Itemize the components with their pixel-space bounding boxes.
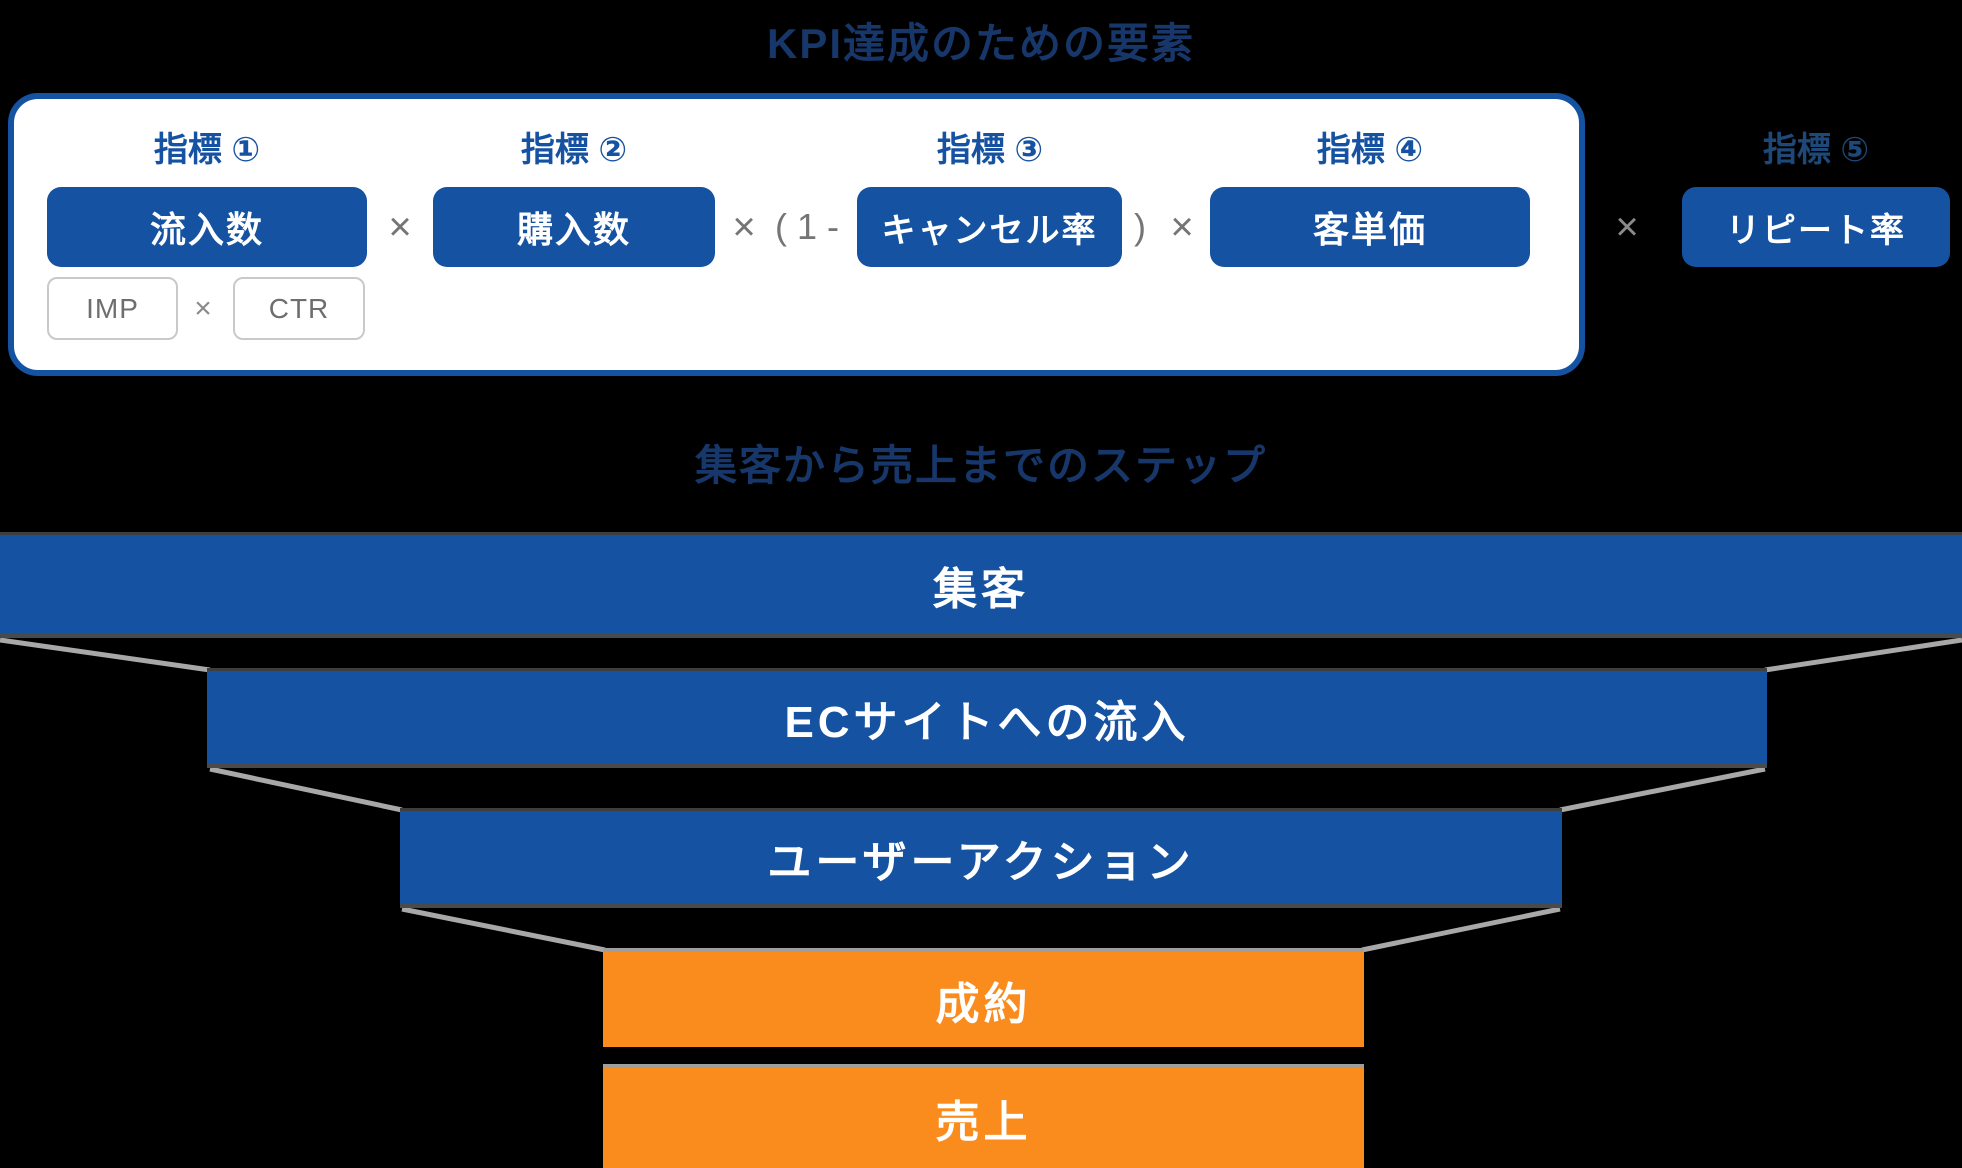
funnel-step-attraction: 集客	[0, 532, 1962, 638]
metric-pill-cancel-rate: キャンセル率	[857, 187, 1122, 267]
kpi-elements-title: KPI達成のための要素	[766, 20, 1195, 67]
metric-label-5: 指標 ⑤	[1762, 131, 1870, 169]
multiply-operator: ×	[1170, 204, 1194, 249]
funnel-step-user-action: ユーザーアクション	[400, 808, 1562, 908]
ctr-chip: CTR	[233, 277, 365, 340]
metric-label-3: 指標 ③	[936, 131, 1044, 169]
funnel-title: 集客から売上までのステップ	[694, 442, 1267, 489]
multiply-operator: ×	[732, 204, 756, 249]
multiply-operator: ×	[1615, 204, 1639, 249]
multiply-operator: ×	[388, 204, 412, 249]
metric-label-4: 指標 ④	[1316, 131, 1424, 169]
funnel-step-ec-inflow: ECサイトへの流入	[207, 668, 1767, 768]
metric-pill-purchases: 購入数	[433, 187, 715, 267]
funnel-step-sales: 売上	[603, 1064, 1364, 1168]
metric-pill-repeat-rate: リピート率	[1682, 187, 1950, 267]
funnel-step-conversion: 成約	[603, 948, 1364, 1047]
metric-pill-average-order-value: 客単価	[1210, 187, 1530, 267]
metric-pill-inflow: 流入数	[47, 187, 367, 267]
metric-label-1: 指標 ①	[153, 131, 261, 169]
imp-chip: IMP	[47, 277, 178, 340]
close-paren: )	[1134, 206, 1146, 247]
metric-label-2: 指標 ②	[520, 131, 628, 169]
multiply-operator-sub: ×	[194, 291, 212, 325]
open-paren-one-minus: ( 1 -	[774, 206, 839, 247]
